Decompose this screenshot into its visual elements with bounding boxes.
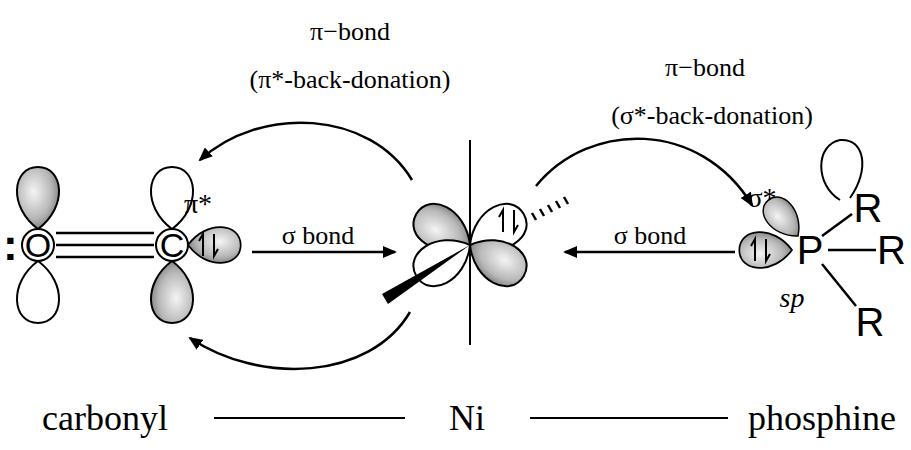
lone-pair: : (3, 223, 18, 267)
substituent: R (856, 302, 885, 342)
bond-label: σ bond (282, 223, 355, 249)
orbital-label: π* (184, 190, 212, 218)
bond-type: π−bond (310, 19, 390, 45)
orbital-label: σ* (747, 184, 776, 212)
atom-symbol: O (25, 228, 51, 262)
fragment-name: phosphine (748, 400, 896, 436)
bond-subtype: (π*-back-donation) (250, 67, 451, 93)
fragment-name: carbonyl (42, 400, 168, 436)
substituent: R (854, 188, 883, 228)
metal-name: Ni (449, 400, 485, 436)
atom-symbol: P (797, 230, 824, 270)
bond-subtype: (σ*-back-donation) (611, 103, 813, 129)
hybrid-label: sp (780, 284, 805, 312)
atom-symbol: C (160, 228, 185, 262)
bond-type: π−bond (665, 55, 745, 81)
substituent: R (877, 230, 906, 270)
bond-label: σ bond (614, 223, 687, 249)
